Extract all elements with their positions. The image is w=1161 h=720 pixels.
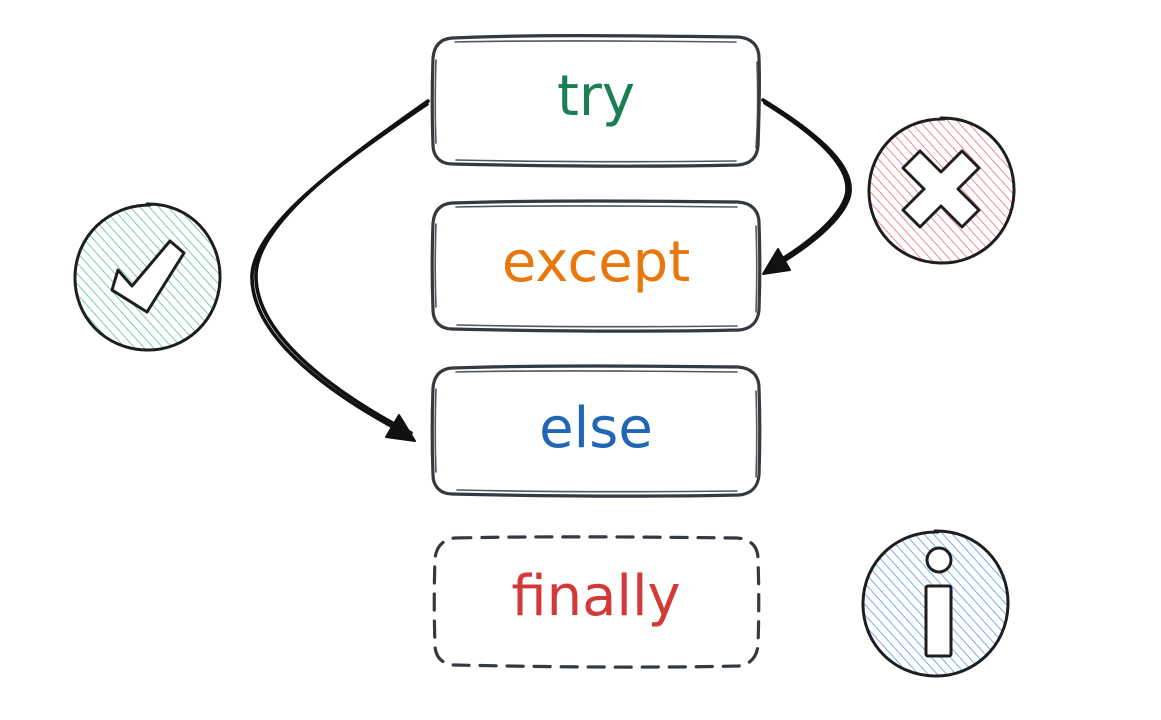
except-label: except — [502, 230, 690, 295]
arrowhead-else — [385, 414, 416, 442]
else-label: else — [539, 396, 653, 461]
arrow-try-to-else — [250, 99, 430, 442]
checkmark-icon — [73, 202, 222, 352]
try-block: try — [430, 34, 762, 168]
arrow-try-to-except — [761, 98, 852, 275]
info-icon — [861, 529, 1010, 678]
except-block: except — [430, 199, 762, 333]
else-block: else — [430, 364, 762, 498]
finally-block: finally — [432, 535, 761, 669]
arrowhead-except — [762, 248, 791, 275]
try-label: try — [557, 64, 635, 129]
finally-label: finally — [511, 564, 680, 629]
x-mark-icon — [867, 116, 1016, 265]
